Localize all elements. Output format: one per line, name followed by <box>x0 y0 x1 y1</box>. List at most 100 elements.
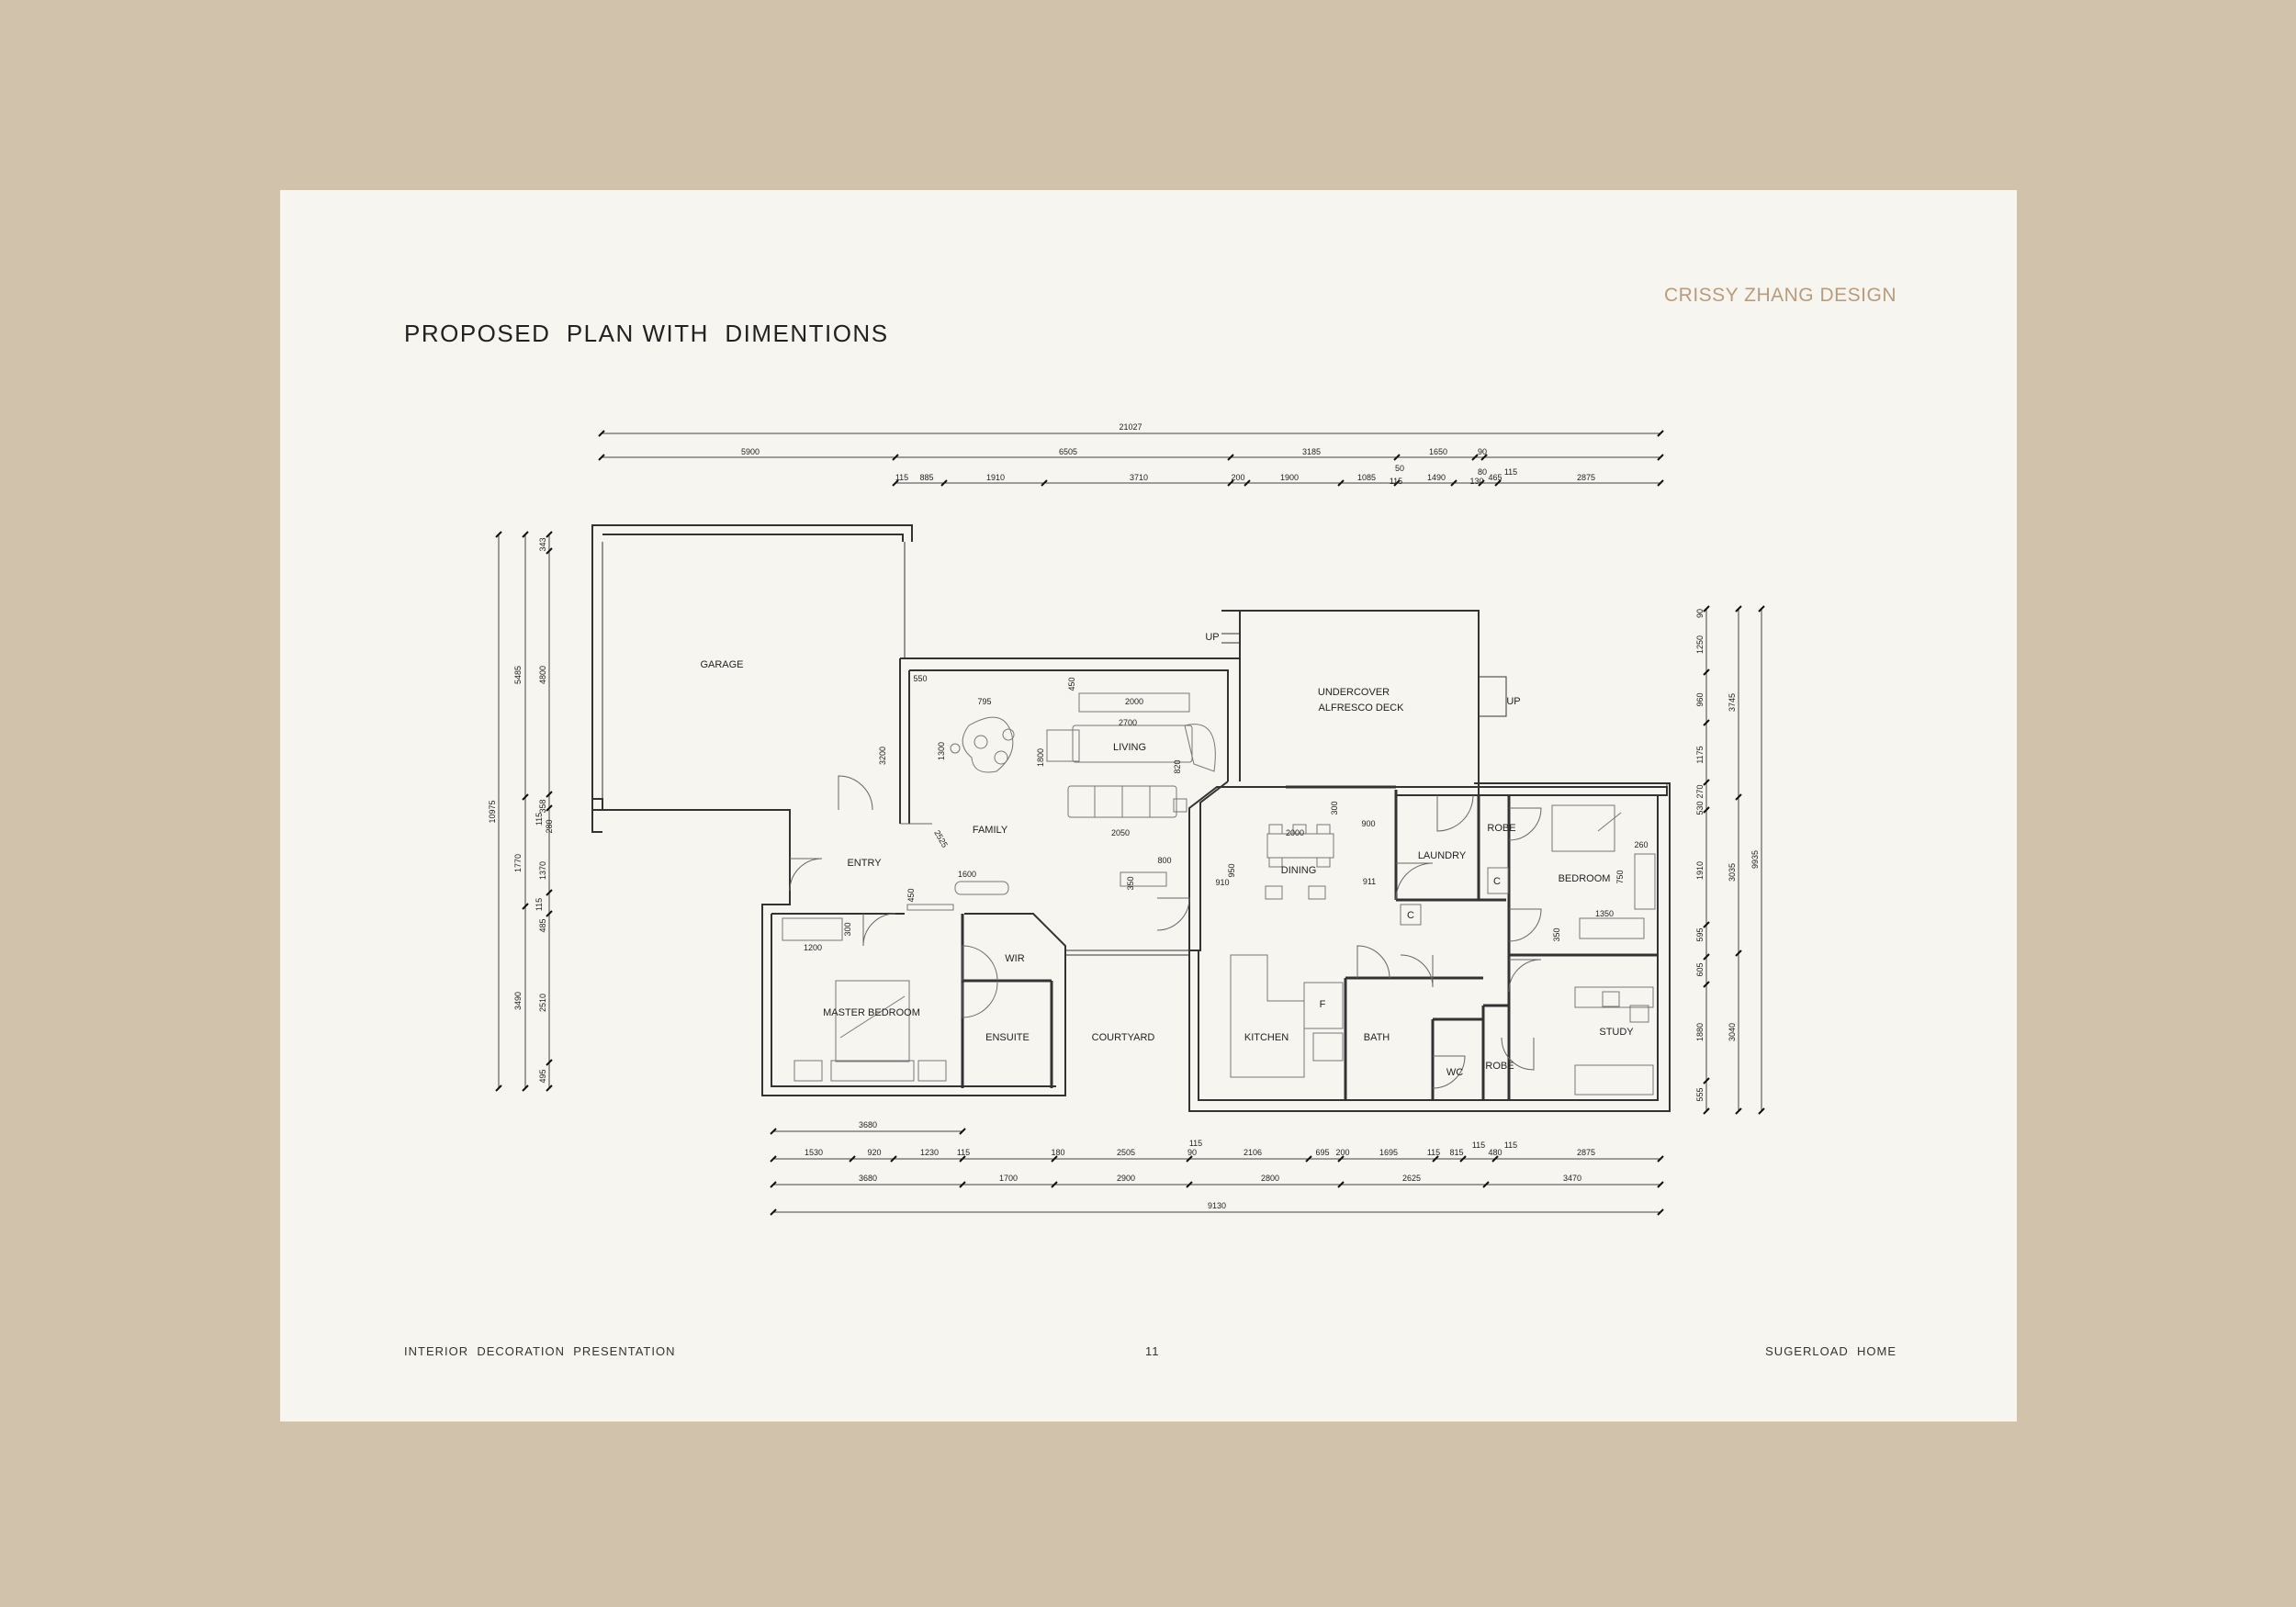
dim-label: 950 <box>1227 863 1236 877</box>
dim-label: 3200 <box>878 747 887 765</box>
armchair <box>1046 729 1080 762</box>
dim-label: 50 <box>1395 464 1404 473</box>
dim-label: 3745 <box>1728 693 1737 712</box>
bench-seat <box>954 881 1009 895</box>
dim-label: 1530 <box>805 1148 823 1157</box>
family-cabinet <box>1120 871 1167 887</box>
wc-door <box>1432 1055 1466 1089</box>
dim-label: 180 <box>1051 1148 1064 1157</box>
footer-left: INTERIOR DECORATION PRESENTATION <box>404 1344 676 1358</box>
dim-label: 90 <box>1695 609 1705 618</box>
dim-label: 115 <box>1504 467 1517 477</box>
presentation-sheet: PROPOSED PLAN WITH DIMENTIONS CRISSY ZHA… <box>280 190 2017 1422</box>
dim-label: 1230 <box>920 1148 939 1157</box>
dim-label: 695 <box>1315 1148 1329 1157</box>
walls <box>591 524 1671 1112</box>
stool <box>974 735 988 749</box>
dim-label: 130 <box>1469 477 1483 486</box>
dim-label: 920 <box>867 1148 881 1157</box>
stair-up-label: UP <box>1205 632 1219 643</box>
dining-angled-wall <box>1188 781 1286 951</box>
living-top-wall <box>900 657 1241 781</box>
dim-label: 115 <box>1427 1148 1440 1157</box>
bedroom-door <box>1508 908 1542 942</box>
study-table <box>1574 986 1654 1008</box>
dim-label: 750 <box>1615 870 1625 883</box>
dim-label: 530 <box>1695 801 1705 815</box>
stair-up-label: UP <box>1506 696 1520 707</box>
room-label-bedroom: BEDROOM <box>1559 873 1611 884</box>
dim-label: 885 <box>919 473 933 482</box>
dim-label: 5485 <box>513 666 523 684</box>
dim-label: 465 <box>1488 473 1502 482</box>
room-label-study: STUDY <box>1599 1027 1634 1038</box>
dim-label: 300 <box>1330 801 1339 815</box>
alfresco-step <box>1479 676 1507 717</box>
right-wing-inner <box>1198 794 1659 1101</box>
bench <box>830 1060 915 1082</box>
dim-label: 3185 <box>1302 447 1321 456</box>
dim-label: 1910 <box>986 473 1005 482</box>
dim-label: 280 <box>545 819 554 833</box>
room-label-undercover: UNDERCOVER <box>1318 687 1390 698</box>
dim-label: 115 <box>535 898 544 911</box>
dining-chair <box>1316 824 1331 835</box>
dim-label: 358 <box>538 799 547 813</box>
study-chair <box>1629 1005 1649 1023</box>
dimension-lines <box>498 433 1762 1213</box>
brand-name: CRISSY ZHANG DESIGN <box>1664 285 1896 306</box>
study-shelf <box>1574 1064 1654 1096</box>
dim-label: 2505 <box>1117 1148 1135 1157</box>
dining-chair <box>1292 824 1307 835</box>
dim-label: 1600 <box>958 870 976 879</box>
dim-label: 1300 <box>937 742 946 760</box>
dining-chair <box>1316 857 1331 868</box>
bedside-table <box>917 1060 947 1082</box>
dim-label: 115 <box>1504 1141 1517 1150</box>
dim-label: 3680 <box>859 1174 877 1183</box>
room-label-alfresco-deck: ALFRESCO DECK <box>1319 702 1405 714</box>
room-label-entry: ENTRY <box>847 858 882 869</box>
dim-label: 1910 <box>1695 861 1705 880</box>
cupboard <box>1400 904 1422 926</box>
dim-label: 2875 <box>1577 473 1595 482</box>
dim-label: 1350 <box>1595 909 1614 918</box>
dim-label: 2510 <box>538 994 547 1012</box>
laundry-door <box>1395 862 1434 901</box>
dim-label: 1085 <box>1357 473 1376 482</box>
dim-label: 3710 <box>1130 473 1148 482</box>
stool <box>1265 885 1283 900</box>
furniture <box>782 692 1656 1096</box>
dim-label: 6505 <box>1059 447 1077 456</box>
dim-label: 350 <box>1552 927 1561 941</box>
wir-top-wall <box>964 913 1066 950</box>
room-label-bath: BATH <box>1364 1032 1390 1043</box>
dim-label: 555 <box>1695 1087 1705 1101</box>
dim-label: 90 <box>1187 1148 1197 1157</box>
shelf <box>906 904 954 911</box>
side-door <box>789 858 823 892</box>
dim-right-overall: 9935 <box>1750 850 1760 869</box>
dim-label: 80 <box>1478 467 1487 477</box>
dim-label: 550 <box>913 674 927 683</box>
dim-label: 1700 <box>999 1174 1018 1183</box>
dim-label: 960 <box>1695 692 1705 706</box>
garage-wall-inner <box>602 534 904 542</box>
dim-label: 485 <box>538 918 547 932</box>
room-label-kitchen: KITCHEN <box>1244 1032 1289 1043</box>
stool <box>950 743 961 754</box>
kitchen-door <box>1156 897 1190 931</box>
wir-door <box>962 945 998 982</box>
page-title: PROPOSED PLAN WITH DIMENTIONS <box>404 320 889 347</box>
side-table <box>1173 798 1187 813</box>
footer-right: SUGERLOAD HOME <box>1765 1344 1896 1358</box>
dim-label: 3470 <box>1563 1174 1581 1183</box>
dim-bottom-overall: 9130 <box>1208 1201 1226 1210</box>
single-bed <box>1551 804 1615 852</box>
room-labels: GARAGE LIVING FAMILY ENTRY UNDERCOVER AL… <box>700 632 1634 1078</box>
dim-label: 900 <box>1361 819 1375 828</box>
dim-label: 450 <box>1067 677 1076 691</box>
dim-label: 115 <box>1472 1141 1485 1150</box>
entry-door <box>838 775 873 811</box>
